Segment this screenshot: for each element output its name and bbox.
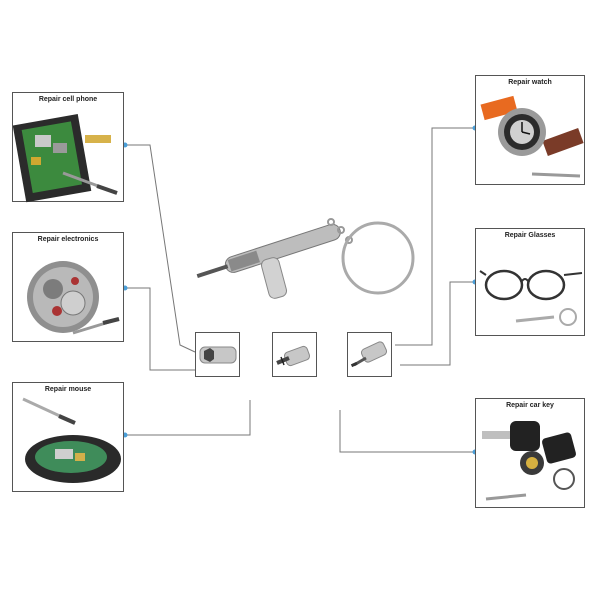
panel-title: Repair electronics (37, 236, 99, 243)
panel-title: Repair mouse (44, 386, 92, 393)
panel-repair-cell-phone: Repair cell phone (12, 92, 124, 203)
panel-repair-watch: Repair watch (475, 75, 585, 185)
glasses-image (479, 269, 583, 326)
panel-repair-glasses: Repair Glasses (475, 228, 585, 336)
screwdriver-keychain-image (196, 218, 415, 299)
hex-bit-detail (195, 332, 240, 377)
flat-bit-icon (350, 341, 388, 368)
watch-image (480, 95, 584, 178)
panel-title: Repair Glasses (504, 232, 556, 239)
mouse-image (22, 397, 121, 483)
panel-title: Repair watch (508, 79, 552, 86)
panel-repair-car-key: Repair car key (475, 398, 585, 508)
panel-title: Repair car key (506, 402, 554, 409)
cell-phone-image (13, 114, 118, 203)
phillips-bit-icon (276, 345, 311, 367)
hex-bit-icon (199, 346, 237, 364)
flat-bit-detail (347, 332, 392, 377)
car-key-image (482, 421, 576, 501)
panel-repair-electronics: Repair electronics (12, 232, 124, 342)
panel-title: Repair cell phone (38, 96, 98, 103)
watch-movement-image (27, 261, 120, 335)
panel-repair-mouse: Repair mouse (12, 382, 124, 492)
phillips-bit-detail (272, 332, 317, 377)
